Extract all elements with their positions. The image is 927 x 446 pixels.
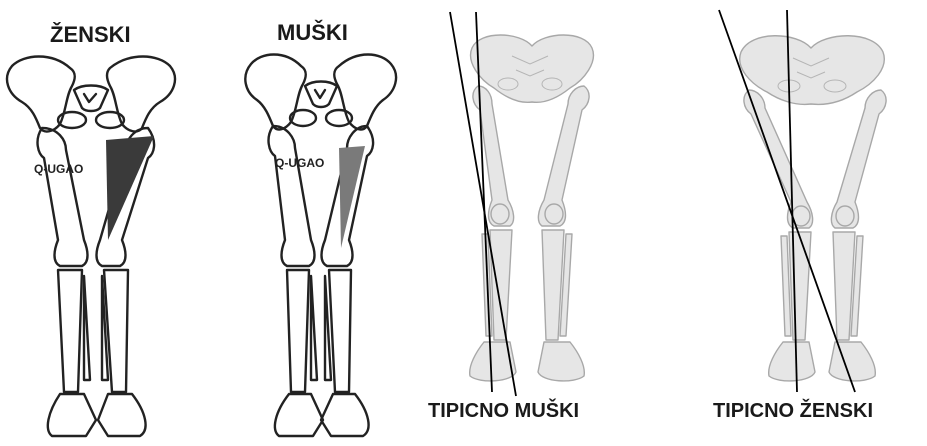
q-angle-label-female: Q-UGAO [34, 162, 83, 176]
pelvis-right-wing [334, 55, 396, 130]
typical-female-skeleton-drawing [705, 0, 927, 446]
q-angle-wedge-male [339, 146, 365, 248]
pelvis-left-wing [245, 55, 305, 130]
tibia-left [58, 270, 82, 392]
patella-right [836, 206, 854, 226]
femur-left [473, 86, 514, 226]
pelvis-left-wing [7, 57, 75, 132]
foot-left [48, 394, 96, 436]
femur-left [38, 128, 88, 266]
pelvis [740, 36, 885, 105]
panel-typical-male-skeleton: TIPICNO MUŠKI [420, 0, 620, 446]
patella-left [491, 204, 509, 224]
tibia-left [287, 270, 309, 392]
tibia-left [490, 230, 512, 340]
tibia-left [789, 232, 811, 340]
q-angle-label-male: Q-UGAO [275, 156, 324, 170]
tibia-right [329, 270, 351, 392]
q-angle-wedge-female [106, 136, 154, 240]
foot-left [470, 342, 516, 381]
foot-left [769, 342, 815, 381]
femur-left [269, 126, 315, 266]
panel-male-outline: MUŠKI Q-UGAO [225, 0, 430, 446]
panel-female-outline: ŽENSKI Q- [0, 0, 205, 446]
patella-right [545, 204, 563, 224]
typical-male-skeleton-drawing [420, 0, 620, 446]
panel-title-typical-male: TIPICNO MUŠKI [428, 400, 579, 423]
panel-typical-female-skeleton: TIPICNO ŽENSKI [705, 0, 927, 446]
panel-title-typical-female: TIPICNO ŽENSKI [713, 400, 873, 423]
foot-right [538, 342, 584, 381]
pelvis-right-wing [107, 57, 175, 132]
foot-left [275, 394, 323, 436]
fibula-left [311, 276, 317, 380]
foot-right [321, 394, 369, 436]
foot-right [98, 394, 146, 436]
female-leg-outline-drawing [0, 0, 205, 446]
femur-right [538, 86, 589, 226]
fibula-left [84, 276, 90, 380]
male-leg-outline-drawing [225, 0, 430, 446]
foot-right [829, 342, 875, 381]
